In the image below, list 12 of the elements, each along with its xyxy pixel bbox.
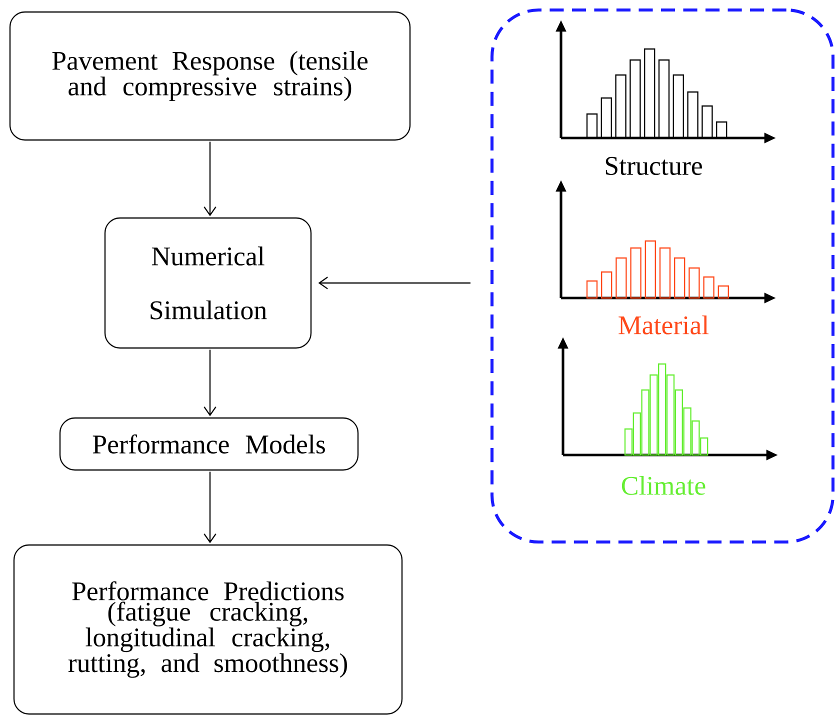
group-box <box>490 8 835 544</box>
arrow <box>204 350 216 416</box>
histogram-label: Material <box>618 315 709 334</box>
process-box: Numerical Simulation <box>104 217 312 349</box>
arrow <box>204 472 216 544</box>
process-box: Performance Predictions (fatigue cracking, longitudinal cracking, rutting, and smoothness) <box>13 544 403 715</box>
arrow <box>318 276 470 290</box>
arrow <box>204 142 216 216</box>
histogram-label: Structure <box>606 156 702 175</box>
process-box: Performance Models <box>59 417 359 471</box>
process-box: Pavement Response (tensile and compressive strains) <box>9 11 411 141</box>
histogram-label: Climate <box>622 476 706 495</box>
